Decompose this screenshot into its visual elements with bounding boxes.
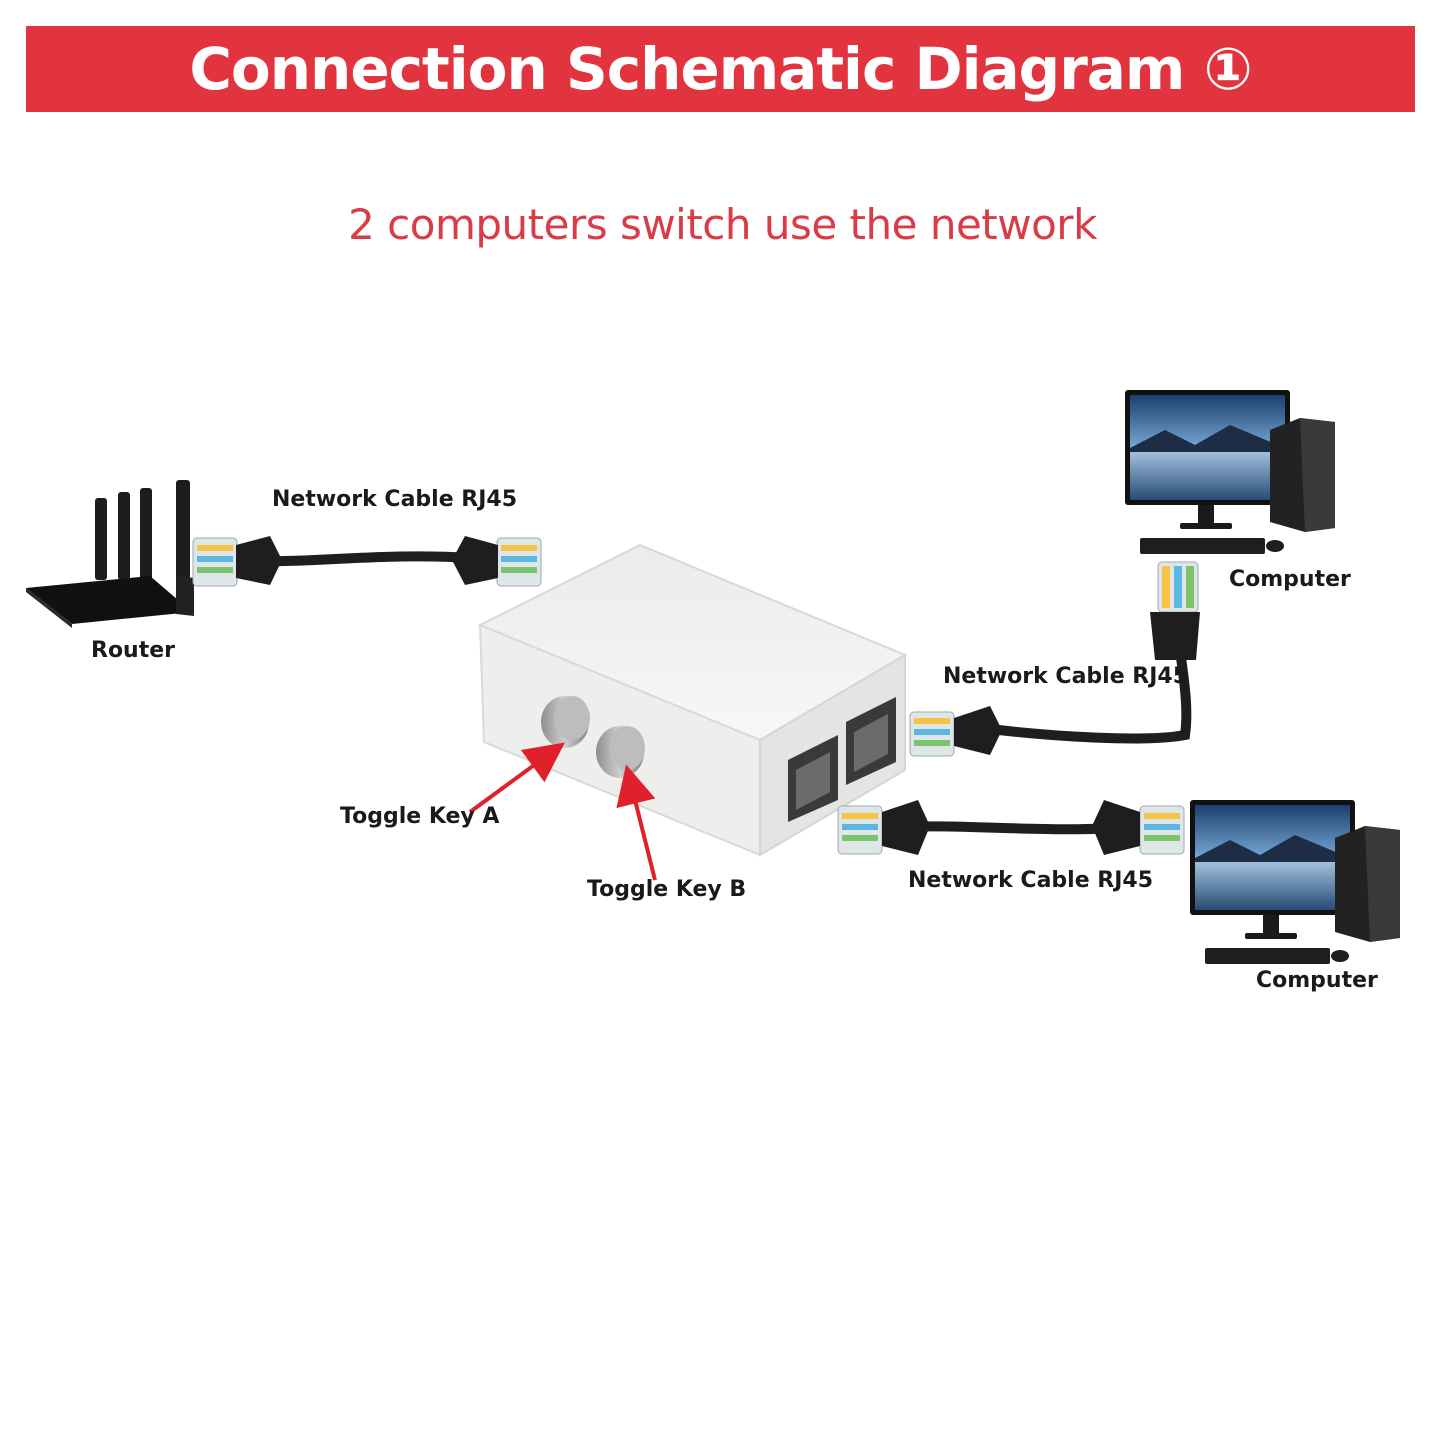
router-label: Router [91, 638, 176, 663]
router-icon [26, 480, 194, 628]
page-title: Connection Schematic Diagram ① [189, 35, 1252, 103]
toggle-key-a-label: Toggle Key A [340, 804, 500, 829]
cable-label-router: Network Cable RJ45 [272, 487, 518, 512]
computer-label-2: Computer [1256, 968, 1378, 993]
rj45-cable-computer-2 [837, 800, 1185, 855]
computer-label-1: Computer [1229, 567, 1351, 592]
cable-label-computer-1: Network Cable RJ45 [943, 664, 1189, 689]
cable-label-computer-2: Network Cable RJ45 [908, 868, 1154, 893]
computer-icon [1125, 390, 1335, 554]
arrow-icon [468, 742, 565, 814]
computer-icon [1190, 800, 1400, 964]
toggle-key-b-label: Toggle Key B [587, 877, 747, 902]
arrow-icon [616, 764, 657, 881]
toggle-key-a [541, 696, 590, 748]
rj45-cable-router [192, 536, 542, 587]
subtitle: 2 computers switch use the network [348, 200, 1097, 249]
rj45-cable-computer-1 [909, 561, 1200, 757]
header-banner: Connection Schematic Diagram ① [26, 26, 1415, 112]
